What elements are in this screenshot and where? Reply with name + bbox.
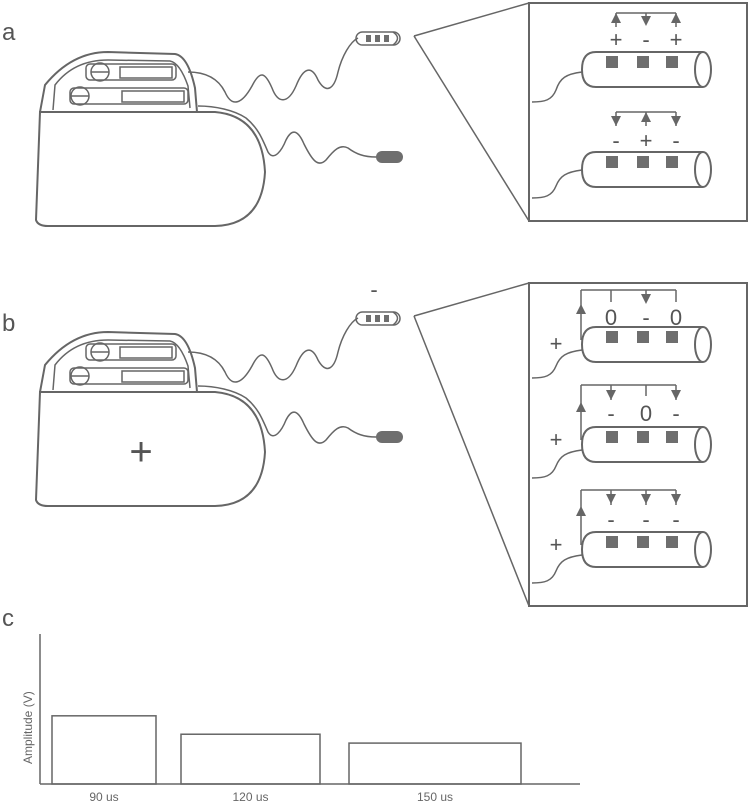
lead-side-polarity: + [550,427,563,452]
contact-polarity: - [672,128,679,153]
pulse-width-chart: Amplitude (V) 90 us 120 us 150 us [21,634,580,804]
panel-b-label: b [2,310,15,337]
inset-a-row-1: + - + [531,12,712,103]
inset-b-row-1: 0 - 0 + [531,289,712,379]
panel-c-label: c [2,605,14,632]
contact-polarity: - [672,401,679,426]
contact-polarity: - [642,27,649,52]
contact-polarity: - [612,128,619,153]
x-tick-label: 120 us [232,790,268,804]
inset-a [528,2,748,222]
contact-polarity: + [670,27,683,52]
contact-polarity: + [640,128,653,153]
lead-side-polarity: + [550,331,563,356]
lead-side-polarity: + [550,532,563,557]
bar [348,742,522,785]
x-tick-label: 90 us [89,790,118,804]
inset-b [528,282,748,607]
contact-polarity: 0 [605,305,617,330]
panel-a-label: a [2,19,16,46]
contact-polarity: - [642,305,649,330]
bar [51,715,157,785]
bar [180,733,321,785]
contact-polarity: 0 [670,305,682,330]
pulse-generator-b [35,311,404,507]
lead-polarity: - [370,277,377,302]
inset-b-row-2: - 0 - + [531,384,712,479]
contact-polarity: - [672,507,679,532]
pulse-generator-a [35,31,404,227]
contact-polarity: - [642,507,649,532]
contact-polarity: 0 [640,401,652,426]
inset-a-row-2: - + - [531,111,712,199]
y-axis-label: Amplitude (V) [21,691,35,764]
contact-polarity: + [610,27,623,52]
contact-polarity: - [607,507,614,532]
can-polarity: + [129,430,152,474]
inset-b-row-3: - - - + [531,489,712,584]
contact-polarity: - [607,401,614,426]
x-tick-label: 150 us [417,790,453,804]
